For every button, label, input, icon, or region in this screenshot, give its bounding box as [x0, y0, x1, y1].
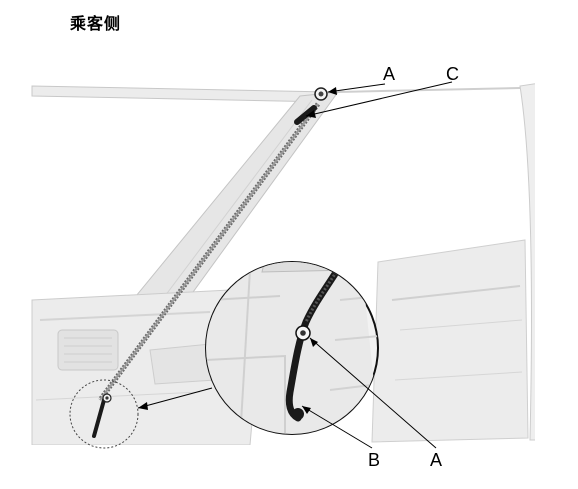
- clip-b: [292, 408, 304, 420]
- harness-bottom-end: [92, 398, 106, 438]
- roof-rail: [31, 85, 331, 103]
- callout-a-top: A: [383, 64, 395, 84]
- callout-a-bottom: A: [430, 450, 442, 470]
- harness-top-end: [294, 105, 317, 125]
- dash-vent: [57, 329, 119, 371]
- detail-arrow: [137, 387, 213, 409]
- detail-circle-small: [69, 379, 139, 449]
- clip-a-magnified: [295, 325, 311, 341]
- page-title: 乘客侧: [70, 14, 122, 33]
- door-frame: [519, 83, 535, 441]
- callout-b-bottom: B: [368, 450, 380, 470]
- clip-a-top: [314, 87, 328, 101]
- leader-lines: [301, 81, 453, 449]
- callout-c-top: C: [446, 64, 459, 84]
- magnified-view: [205, 261, 379, 435]
- wire-harness: [92, 102, 321, 438]
